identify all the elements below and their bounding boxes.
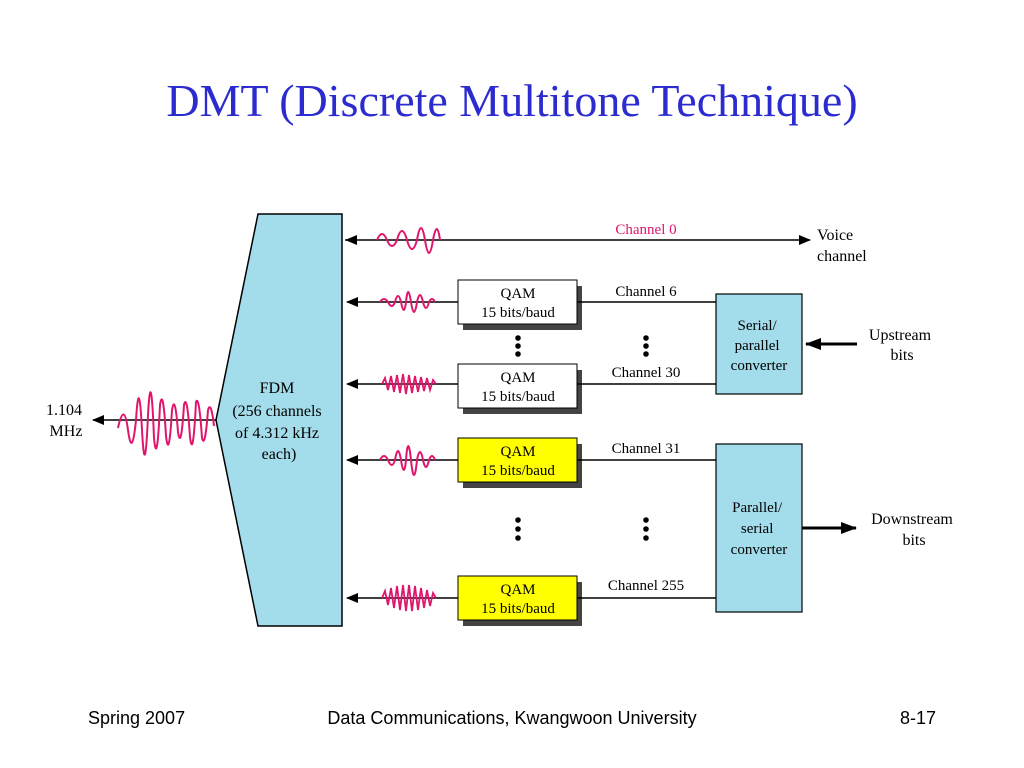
channel-row: QAM 15 bits/baud Channel 31 [346,437,716,488]
fdm-block [215,213,343,627]
downstream-converter-line-3: converter [731,542,788,558]
downstream-bits-line-2: bits [902,532,925,549]
fdm-line-1: FDM [260,380,295,397]
channel-255-label: Channel 255 [608,578,684,594]
qam-block-channel-255 [457,575,578,621]
qam-255-line-2: 15 bits/baud [481,601,555,617]
line-frequency-value: 1.104 [46,402,82,419]
ellipsis-lower-right [643,517,649,541]
svg-text:Parallel/ serial conve: Parallel/ serial converter [731,500,788,558]
qam-31-line-1: QAM [500,444,535,460]
ellipsis-lower-left [515,517,521,541]
voice-endpoint-line-1: Voice [817,227,853,244]
line-frequency-unit: MHz [50,423,83,440]
line-frequency-label: 1.104 MHz [46,402,86,440]
combined-signal-waveform [117,391,215,456]
channel-31-label: Channel 31 [612,441,681,457]
qam-30-line-2: 15 bits/baud [481,389,555,405]
channel-0-label: Channel 0 [615,222,676,238]
upstream-bits-line-2: bits [890,347,913,364]
voice-channel-endpoint: Voice channel [817,227,867,265]
qam-31-line-2: 15 bits/baud [481,463,555,479]
downstream-converter-line-2: serial [741,521,773,537]
fdm-line-4: each) [262,446,297,463]
upstream-converter-line-1: Serial/ [738,318,778,334]
svg-text:Downstream bits: Downstream bits [871,511,957,549]
upstream-converter-line-2: parallel [735,338,780,354]
footer-page-number: 8-17 [899,708,936,728]
channel-30-waveform [381,373,437,395]
footer-date: Spring 2007 [88,708,186,728]
downstream-bits-line-1: Downstream [871,511,953,528]
svg-text:Serial/ parallel conve: Serial/ parallel converter [731,318,788,374]
footer-course: Data Communications, Kwangwoon Universit… [327,708,697,728]
channel-row: QAM 15 bits/baud Channel 30 [346,363,716,414]
fdm-line-3: of 4.312 kHz [235,425,319,442]
channel-6-label: Channel 6 [615,284,677,300]
fdm-label: FDM (256 channels of 4.312 kHz each) [232,380,325,463]
voice-endpoint-line-2: channel [817,248,867,265]
channel-30-label: Channel 30 [612,365,681,381]
channel-255-waveform [381,584,437,612]
qam-block-channel-30 [457,363,578,409]
channel-row: QAM 15 bits/baud Channel 255 [346,575,716,626]
voice-signal-waveform [376,227,441,254]
downstream-converter-line-1: Parallel/ [732,500,783,516]
parallel-serial-converter [715,443,803,613]
channel-6-waveform [379,291,436,313]
channel-row: QAM 15 bits/baud Channel 6 [346,279,716,330]
upstream-converter-line-3: converter [731,358,788,374]
qam-30-line-1: QAM [500,370,535,386]
fdm-line-2: (256 channels [232,403,321,420]
svg-text:Upstream bits: Upstream bits [869,327,935,364]
qam-6-line-1: QAM [500,286,535,302]
qam-block-channel-31 [457,437,578,483]
ellipsis-upper-right [643,335,649,357]
slide-title: DMT (Discrete Multitone Technique) [166,75,858,126]
serial-parallel-converter [715,293,803,395]
qam-6-line-2: 15 bits/baud [481,305,555,321]
channel-31-waveform [379,445,436,476]
upstream-bits-line-1: Upstream [869,327,932,344]
qam-block-channel-6 [457,279,578,325]
qam-255-line-1: QAM [500,582,535,598]
ellipsis-upper-left [515,335,521,357]
